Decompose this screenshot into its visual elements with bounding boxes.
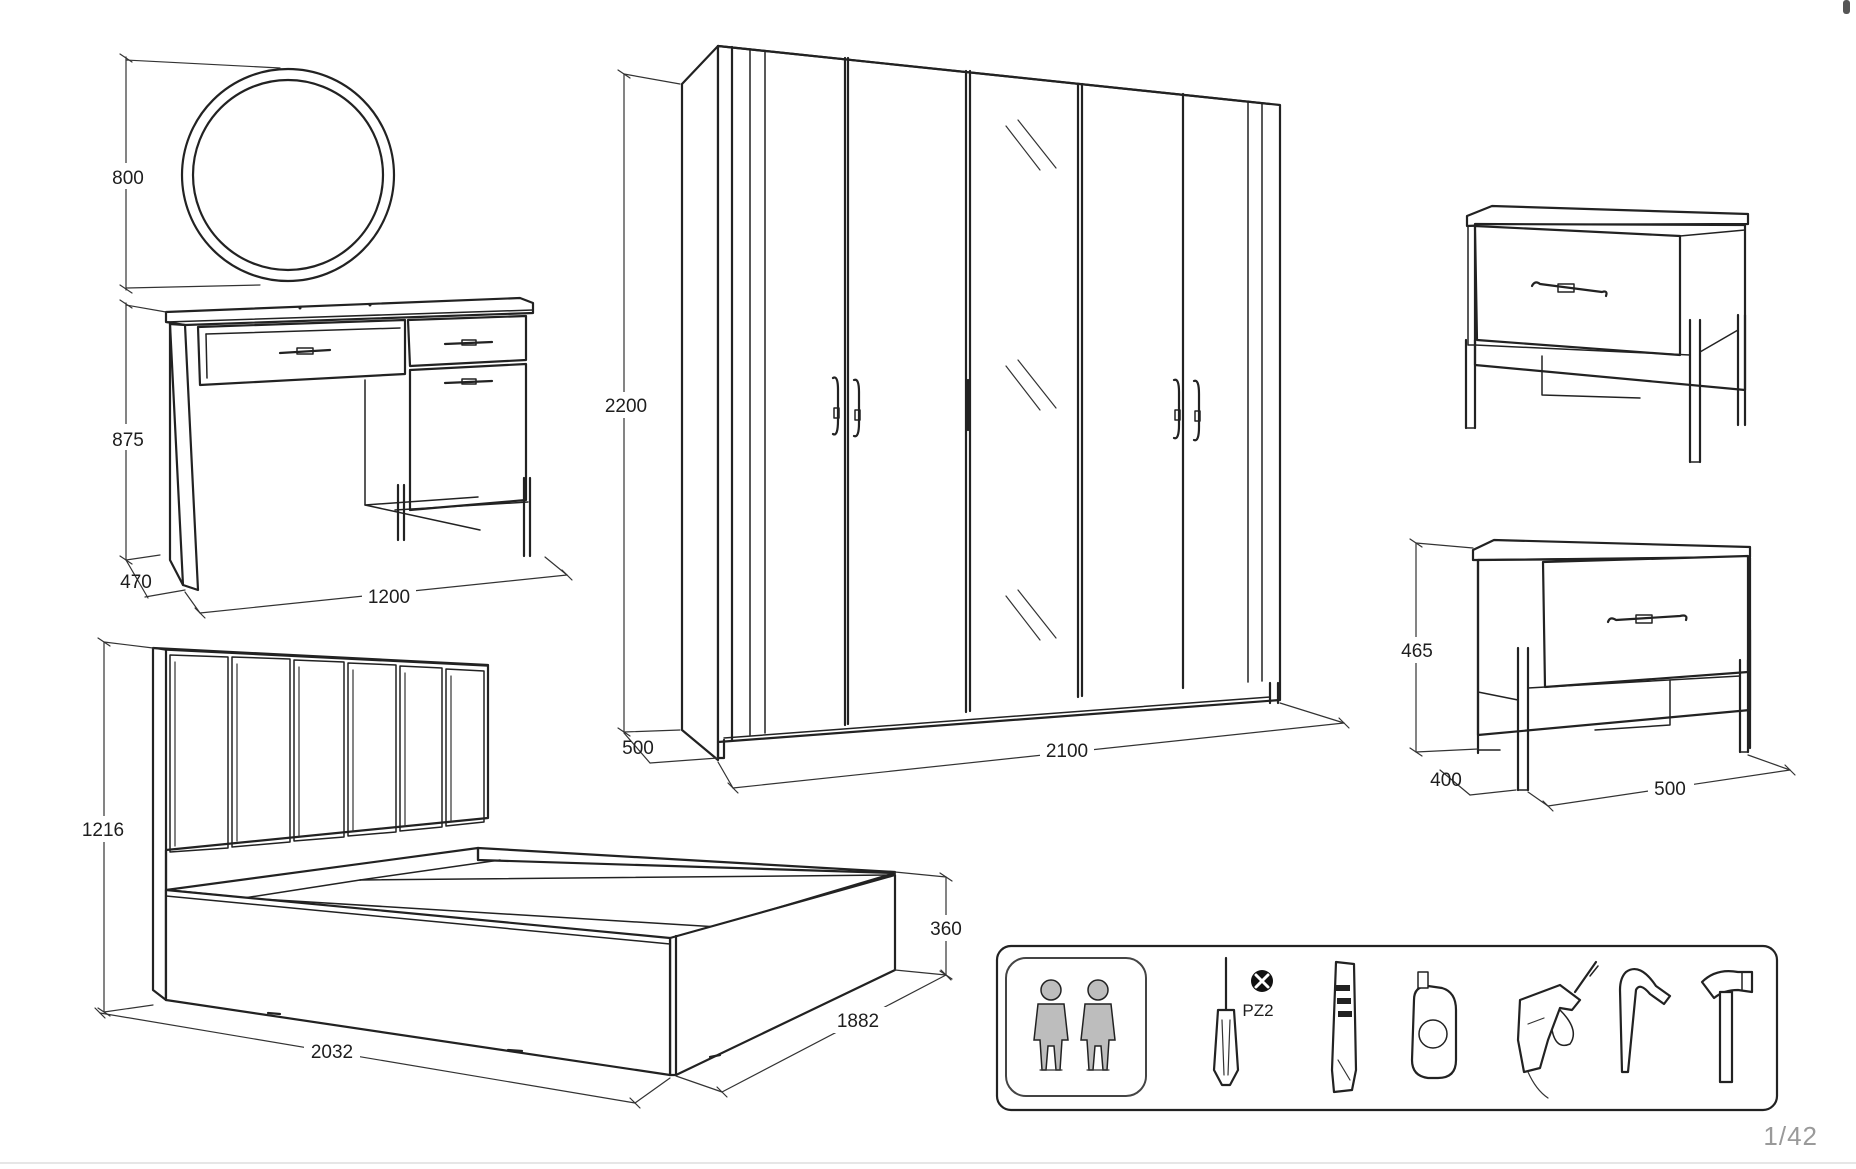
scrollbar-thumb[interactable] xyxy=(1843,0,1850,14)
utility-knife-icon xyxy=(1330,960,1358,1094)
power-drill-icon xyxy=(1516,960,1599,1099)
nightstand-top-drawing xyxy=(1464,204,1750,464)
mirror-height-label: 800 xyxy=(112,168,144,189)
nightstand-height-label: 465 xyxy=(1401,641,1433,662)
nightstand-width-dimension: 500 xyxy=(1527,754,1796,812)
nightstand-depth-dimension: 400 xyxy=(1430,769,1517,796)
nightstand-height-dimension: 465 xyxy=(1394,538,1479,757)
two-persons-icon xyxy=(1005,957,1147,1097)
dressing-table-height-dimension: 875 xyxy=(106,299,167,565)
bed-length-label: 2032 xyxy=(311,1042,353,1063)
screwdriver-size-label: PZ2 xyxy=(1242,1001,1273,1020)
hammer-icon xyxy=(1700,970,1754,1084)
mirror-height-dimension: 800 xyxy=(106,53,281,294)
wardrobe-width-label: 2100 xyxy=(1046,741,1088,762)
bed-frame-height-label: 360 xyxy=(930,919,962,940)
dressing-table-drawing xyxy=(164,296,535,592)
hex-key-icon xyxy=(1618,968,1672,1074)
bed-drawing xyxy=(151,646,897,1077)
dressing-table-width-dimension: 1200 xyxy=(184,556,573,619)
dressing-table-depth-label: 470 xyxy=(120,572,152,593)
bed-frame-height-dimension: 360 xyxy=(894,871,970,980)
wardrobe-drawing xyxy=(680,44,1282,762)
screwdriver-icon: PZ2 xyxy=(1212,956,1274,1087)
bed-length-dimension: 2032 xyxy=(94,1007,671,1109)
nightstand-depth-label: 400 xyxy=(1430,770,1462,791)
nightstand-width-label: 500 xyxy=(1654,779,1686,800)
assembly-tools-panel: PZ2 xyxy=(995,944,1779,1112)
page-indicator: 1/42 xyxy=(1763,1121,1818,1151)
wardrobe-width-dimension: 2100 xyxy=(717,702,1350,794)
bed-height-dimension: 1216 xyxy=(76,637,154,1017)
nightstand-drawing xyxy=(1471,538,1752,792)
wardrobe-depth-label: 500 xyxy=(622,738,654,759)
dressing-table-width-label: 1200 xyxy=(368,587,410,608)
wardrobe-height-label: 2200 xyxy=(605,396,647,417)
wardrobe-height-dimension: 2200 xyxy=(600,69,681,737)
page-divider xyxy=(0,1162,1856,1164)
bed-height-label: 1216 xyxy=(82,820,124,841)
dressing-table-height-label: 875 xyxy=(112,430,144,451)
wardrobe-depth-dimension: 500 xyxy=(622,732,719,764)
bed-width-label: 1882 xyxy=(837,1011,879,1032)
tape-measure-icon xyxy=(1410,971,1458,1080)
mirror-drawing xyxy=(180,67,396,283)
bed-width-dimension: 1882 xyxy=(675,969,952,1098)
dressing-table-depth-dimension: 470 xyxy=(120,554,186,599)
